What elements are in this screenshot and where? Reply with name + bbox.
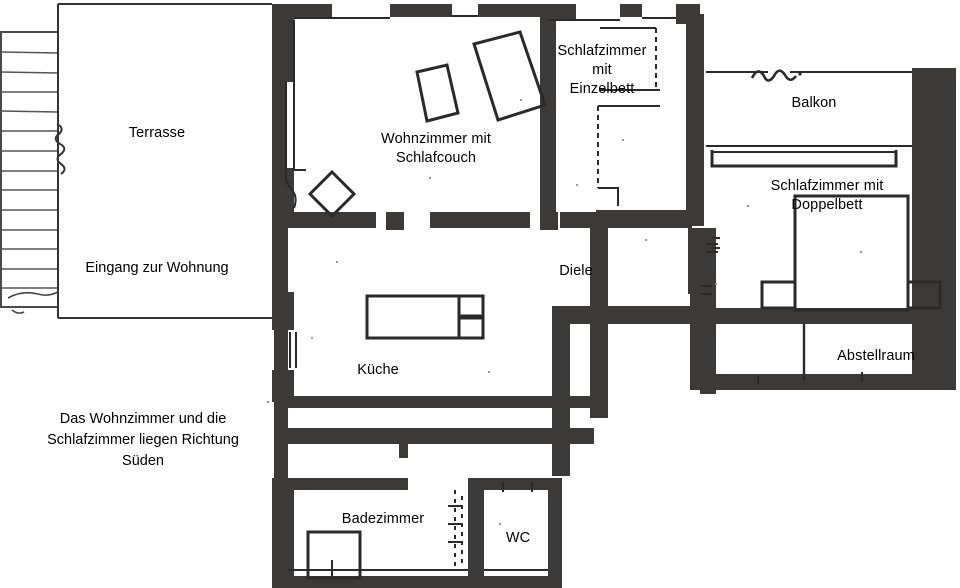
note-eingang-zur-wohnung: Eingang zur Wohnung [85,260,229,276]
scan-speckles [266,98,863,526]
note-ausrichtung-sueden: Das Wohnzimmer und die Schlafzimmer lieg… [47,411,239,469]
interior-thin-lines [284,15,942,580]
terrace-outline [57,3,272,319]
structural-walls [272,4,956,588]
stairs-hatching [0,31,66,314]
